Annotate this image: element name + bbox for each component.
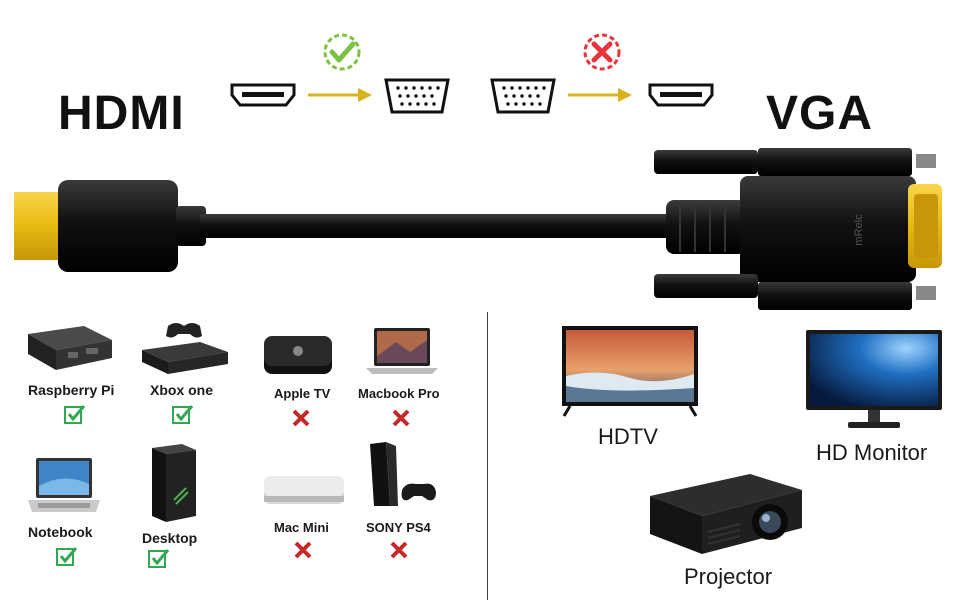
vga-plug — [654, 148, 942, 310]
projector-label: Projector — [684, 564, 773, 589]
cross-icon — [292, 409, 310, 427]
check-icon — [172, 405, 194, 424]
hdmi-plug — [14, 180, 206, 272]
desktop-label: Desktop — [142, 530, 198, 546]
conversion-diagram — [230, 33, 714, 114]
cross-icon — [583, 33, 621, 71]
hd-monitor-label: HD Monitor — [816, 440, 928, 465]
cross-icon — [390, 541, 408, 559]
hdtv-icon — [562, 326, 698, 417]
sony-ps4-label: SONY PS4 — [366, 520, 431, 535]
projector-icon — [650, 474, 802, 554]
raspberry-pi-label: Raspberry Pi — [28, 382, 115, 398]
notebook-label: Notebook — [28, 524, 93, 540]
mac-mini-label: Mac Mini — [274, 520, 329, 535]
cross-icon — [294, 541, 312, 559]
cross-icon — [392, 409, 410, 427]
hdtv-label: HDTV — [598, 424, 658, 449]
arrow-right-icon — [308, 88, 372, 102]
apple-tv-icon — [264, 336, 332, 374]
mac-mini-icon — [264, 476, 344, 504]
hd-monitor-icon — [806, 330, 942, 428]
xbox-one-icon — [142, 323, 228, 374]
cable-brand-mark: mRelc — [853, 214, 865, 246]
macbook-pro-label: Macbook Pro — [358, 386, 440, 401]
arrow-right-icon — [568, 88, 632, 102]
xbox-one-label: Xbox one — [150, 382, 214, 398]
apple-tv-label: Apple TV — [274, 386, 331, 401]
cable-wire — [200, 214, 680, 238]
hdmi-port-icon — [648, 83, 714, 107]
check-icon — [56, 547, 78, 566]
hdmi-title: HDMI — [58, 87, 185, 140]
sony-ps4-icon — [370, 442, 436, 506]
hdmi-to-vga-cable: mRelc — [14, 148, 942, 310]
hdmi-port-icon — [230, 83, 296, 107]
vga-title: VGA — [766, 87, 874, 140]
section-divider — [487, 312, 488, 600]
check-icon — [64, 405, 86, 424]
check-icon — [323, 33, 361, 71]
desktop-tower-icon — [152, 444, 196, 522]
check-icon — [148, 549, 170, 568]
macbook-pro-icon — [366, 328, 438, 374]
vga-port-icon — [384, 78, 450, 114]
vga-port-icon — [490, 78, 556, 114]
notebook-icon — [28, 458, 100, 512]
raspberry-pi-icon — [28, 326, 112, 370]
